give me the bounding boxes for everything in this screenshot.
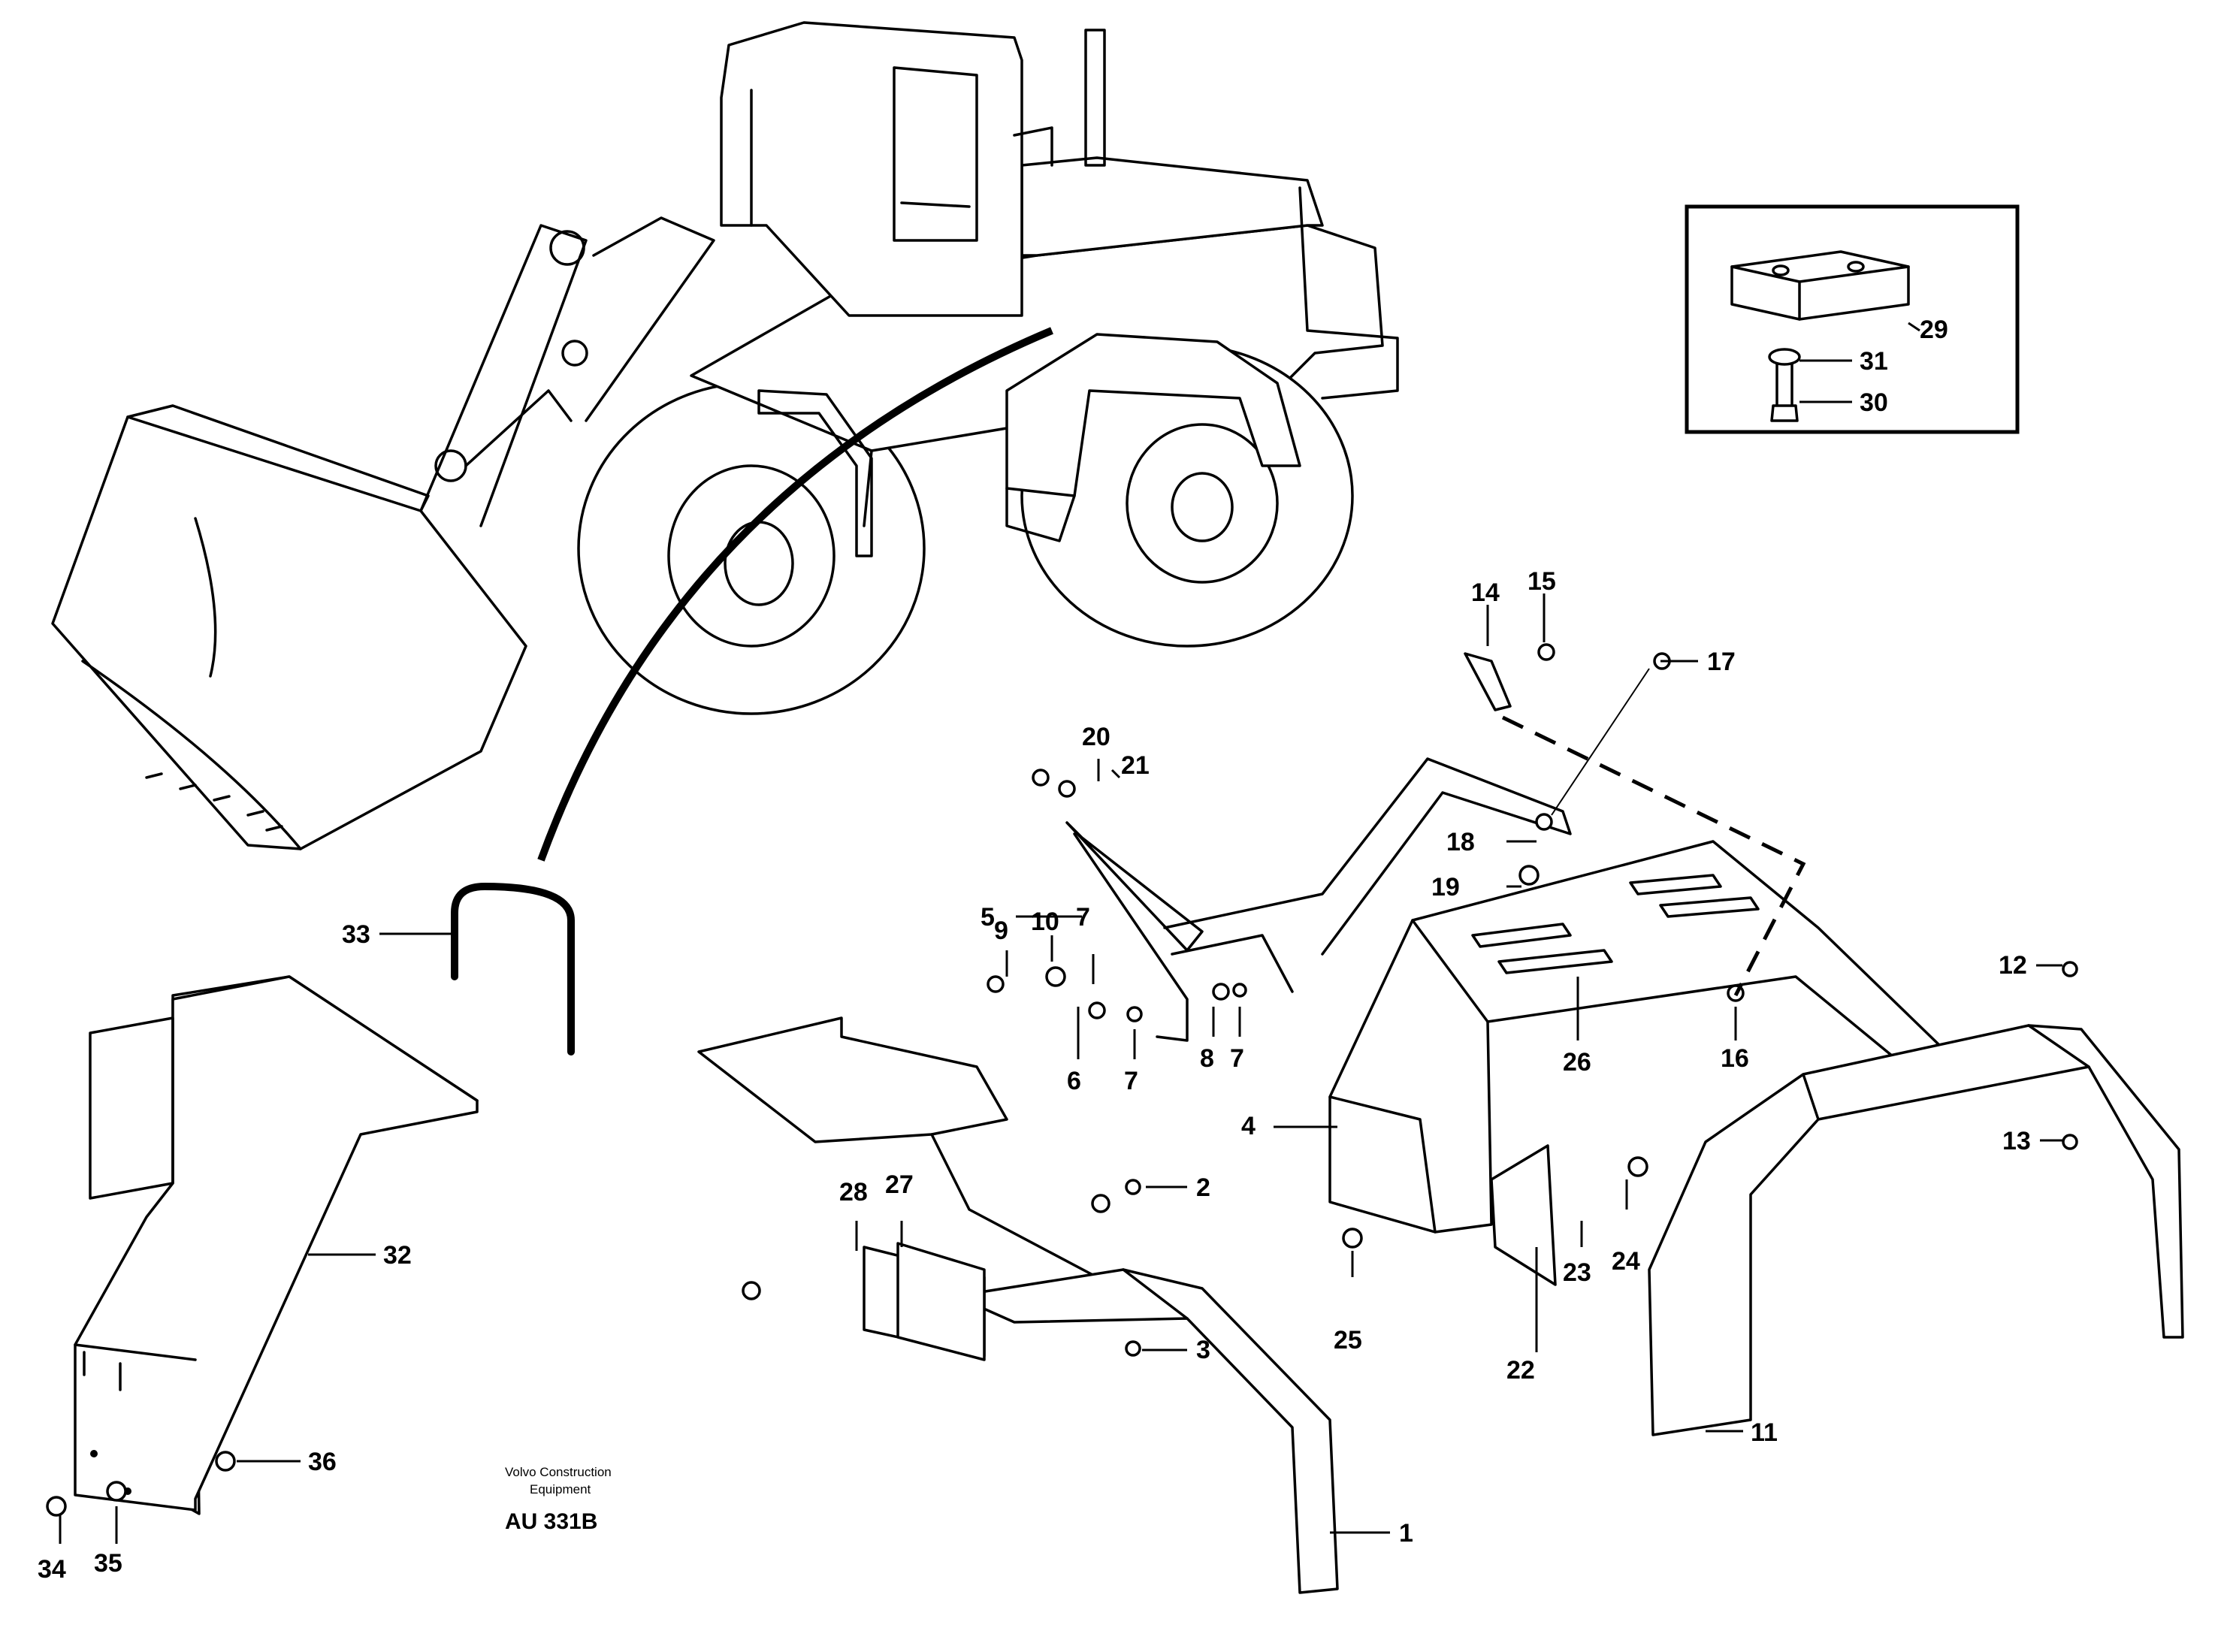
callout-7a: 7 bbox=[1076, 903, 1090, 932]
callout-3: 3 bbox=[1196, 1336, 1210, 1364]
callout-2: 2 bbox=[1196, 1173, 1210, 1202]
callout-34: 34 bbox=[38, 1555, 66, 1584]
callout-8: 8 bbox=[1200, 1044, 1214, 1073]
callout-26: 26 bbox=[1563, 1048, 1591, 1077]
callout-29: 29 bbox=[1920, 316, 1948, 344]
part-5-bracket bbox=[1065, 757, 1572, 1042]
part-33-bar bbox=[451, 883, 575, 1056]
callout-35: 35 bbox=[94, 1549, 122, 1578]
callout-7b: 7 bbox=[1124, 1067, 1138, 1095]
callout-16: 16 bbox=[1721, 1044, 1749, 1073]
caption-line-2: Equipment bbox=[530, 1482, 591, 1496]
callout-33: 33 bbox=[342, 920, 370, 949]
callout-14: 14 bbox=[1471, 578, 1500, 607]
pointer-curve bbox=[537, 327, 1053, 862]
callout-labels: 1 2 3 4 5 6 7 7 7 8 9 10 11 12 13 14 15 … bbox=[38, 316, 2031, 1584]
drawing-code: AU 331B bbox=[505, 1509, 597, 1534]
leader-lines bbox=[59, 322, 2062, 1544]
part-4-rear-fender bbox=[1328, 840, 1940, 1286]
inset-detail bbox=[1685, 204, 2020, 434]
callout-36: 36 bbox=[308, 1448, 337, 1476]
callout-15: 15 bbox=[1527, 567, 1556, 596]
callout-1: 1 bbox=[1399, 1519, 1413, 1548]
callout-19: 19 bbox=[1431, 873, 1460, 902]
part-11-rear-arch bbox=[1648, 1024, 2184, 1436]
caption-line-1: Volvo Construction bbox=[505, 1465, 612, 1479]
callout-18: 18 bbox=[1446, 828, 1475, 856]
callout-27: 27 bbox=[885, 1170, 914, 1199]
callout-22: 22 bbox=[1506, 1356, 1535, 1385]
part-1-fender bbox=[697, 1016, 1339, 1594]
callout-30: 30 bbox=[1860, 388, 1888, 417]
publisher-caption: Volvo Construction Equipment AU 331B bbox=[505, 1465, 612, 1534]
callout-17: 17 bbox=[1707, 648, 1736, 676]
fasteners bbox=[46, 643, 2078, 1517]
wheel-loader-drawing bbox=[51, 21, 1399, 850]
callout-7c: 7 bbox=[1230, 1044, 1244, 1073]
callout-21: 21 bbox=[1121, 751, 1150, 780]
callout-6: 6 bbox=[1067, 1067, 1081, 1095]
callout-23: 23 bbox=[1563, 1258, 1591, 1287]
callout-11: 11 bbox=[1751, 1418, 1778, 1447]
callout-24: 24 bbox=[1612, 1247, 1640, 1276]
callout-9: 9 bbox=[994, 917, 1008, 945]
callout-10: 10 bbox=[1031, 908, 1059, 936]
bolt-guide-17 bbox=[1551, 668, 1650, 816]
callout-12: 12 bbox=[1999, 951, 2027, 980]
callout-25: 25 bbox=[1334, 1326, 1362, 1355]
dashed-guide bbox=[1501, 715, 1806, 997]
callout-32: 32 bbox=[383, 1241, 412, 1270]
callout-5: 5 bbox=[981, 903, 995, 932]
callout-4: 4 bbox=[1241, 1112, 1256, 1140]
callout-31: 31 bbox=[1860, 347, 1888, 376]
part-32-mudguard bbox=[74, 975, 479, 1515]
callout-13: 13 bbox=[2002, 1127, 2031, 1155]
callout-20: 20 bbox=[1082, 723, 1110, 751]
callout-28: 28 bbox=[839, 1178, 868, 1207]
